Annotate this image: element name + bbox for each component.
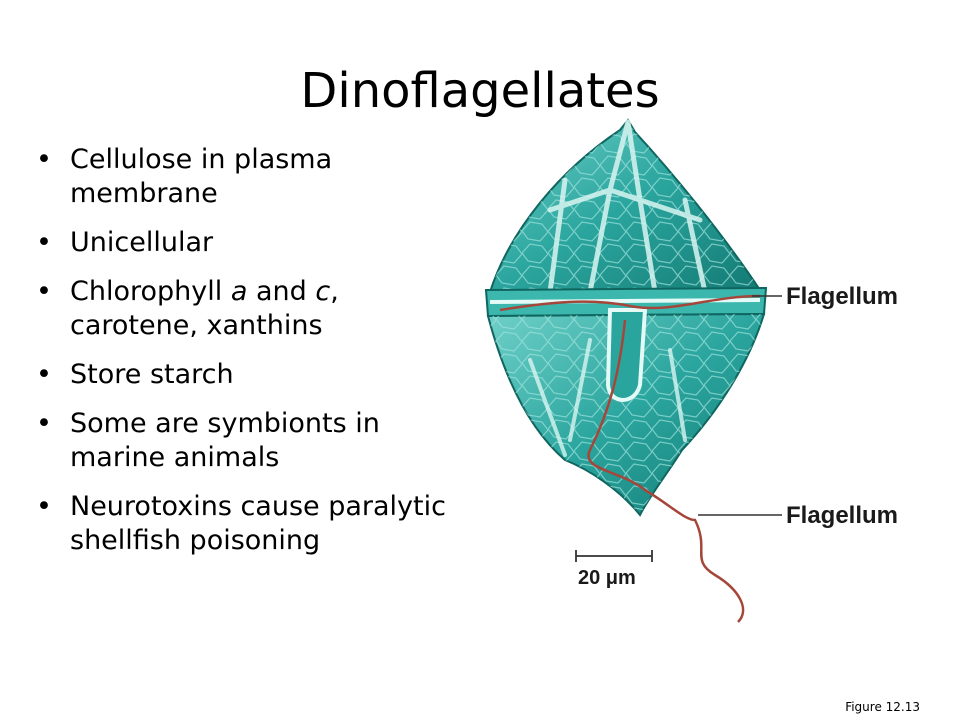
longitudinal-flagellum: [587, 319, 745, 623]
bullet-text: Neurotoxins cause paralytic shellfish po…: [70, 491, 446, 556]
cell-sulcus: [605, 308, 648, 402]
bullet-italic-c: c: [315, 276, 331, 307]
transverse-flagellum: [499, 294, 761, 312]
bullet-item: • Some are symbionts in marine animals: [36, 407, 456, 475]
bullet-text: Cellulose in plasma membrane: [70, 144, 333, 209]
bullet-item: • Chlorophyll a and c, carotene, xanthin…: [36, 275, 456, 343]
bullet-dot: •: [36, 359, 52, 390]
bullet-text: Unicellular: [70, 227, 214, 258]
bullet-text: Chlorophyll a and c, carotene, xanthins: [70, 276, 339, 341]
slide-title: Dinoflagellates: [300, 63, 660, 119]
bullet-italic-a: a: [230, 276, 248, 307]
bullet-item: • Unicellular: [36, 226, 456, 260]
bullet-text-mid: and: [247, 276, 316, 307]
bullet-dot: •: [36, 408, 52, 439]
bullet-list: • Cellulose in plasma membrane • Unicell…: [36, 143, 456, 573]
bullet-dot: •: [36, 144, 52, 175]
bullet-text-pre: Chlorophyll: [70, 276, 231, 307]
scale-bar: 20 μm: [575, 550, 653, 589]
bullet-text-post: , carotene, xanthins: [70, 276, 339, 341]
figure-caption: Figure 12.13: [845, 700, 920, 714]
bullet-dot: •: [36, 227, 52, 258]
bullet-item: • Cellulose in plasma membrane: [36, 143, 456, 211]
dinoflagellate-illustration: Flagellum Flagellum 20 μm: [484, 118, 898, 623]
bullet-dot: •: [36, 491, 52, 522]
bullet-item: • Store starch: [36, 358, 456, 392]
bullet-item: • Neurotoxins cause paralytic shellfish …: [36, 490, 456, 558]
bullet-dot: •: [36, 276, 52, 307]
bullet-text: Store starch: [70, 359, 234, 390]
bullet-text: Some are symbionts in marine animals: [70, 408, 380, 473]
flagellum-label-top: Flagellum: [786, 283, 898, 310]
flagellum-label-bottom: Flagellum: [786, 502, 898, 529]
scale-bar-label: 20 μm: [578, 567, 636, 589]
